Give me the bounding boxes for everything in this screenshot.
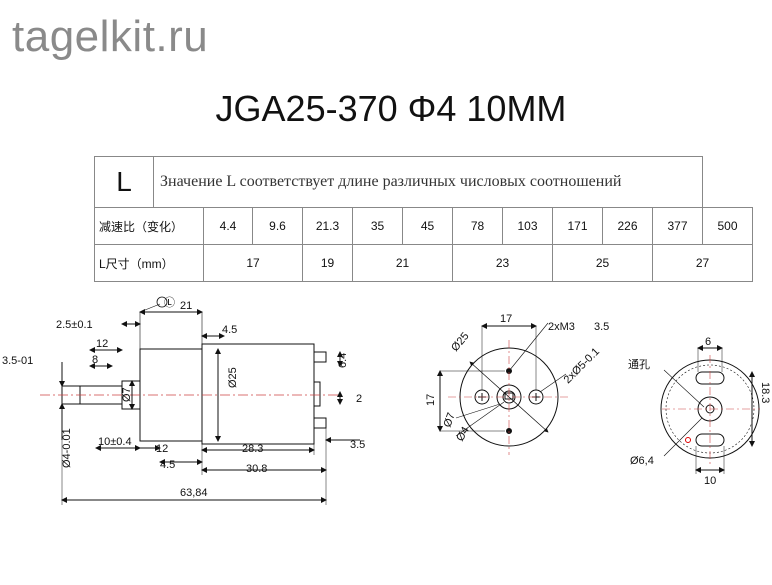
spec-table: L Значение L соответствует длине различн…	[94, 156, 753, 282]
dia-25-side: Ø25	[227, 367, 239, 388]
rear-boss	[313, 381, 321, 407]
dia-6-4: Ø6,4	[630, 455, 654, 467]
dim-10: 10±0.4	[98, 436, 132, 448]
dim-3-5-right: 3.5	[350, 439, 365, 451]
dim-4-5-bottom: 4.5	[160, 459, 175, 471]
product-title: JGA25-370 Φ4 10MM	[215, 88, 567, 129]
terminal-top	[313, 351, 327, 363]
dim-4-5-top: 4.5	[222, 324, 237, 336]
ratio-377: 377	[667, 219, 688, 233]
length-cell: 23	[452, 244, 553, 282]
terminal-bottom	[313, 417, 327, 429]
length-cell: 19	[302, 244, 353, 282]
dia-7-front: Ø7	[442, 411, 458, 429]
ratio-cell: 377	[652, 207, 703, 245]
length-cell: 27	[652, 244, 753, 282]
ratio-cell: 21.3	[302, 207, 353, 245]
side-view	[40, 296, 360, 505]
dim-17-left: 17	[425, 394, 437, 406]
length-cell: 17	[203, 244, 303, 282]
dim-10-rear: 10	[704, 475, 716, 487]
rear-view	[660, 345, 760, 474]
ratio-cell: 171	[552, 207, 603, 245]
ratio-cell: 500	[702, 207, 753, 245]
front-view-labels: 17 2xM3 3.5 Ø25 2xØ5-0.1 17 Ø7 Ø4	[425, 313, 609, 444]
dim-18-3: 18.3	[759, 382, 771, 403]
dim-6-4: 6.4	[337, 353, 349, 368]
rear-view-labels: 6 通孔 18.3 Ø6,4 10	[628, 336, 771, 487]
ratio-cell: 78	[452, 207, 503, 245]
motor-can	[201, 343, 315, 445]
dim-17-top: 17	[500, 313, 512, 325]
l-header-cell: L	[94, 156, 154, 208]
ratio-cell: 35	[352, 207, 403, 245]
length-row: L尺寸（mm） 17 19 21 23 25 27	[94, 244, 753, 282]
spec-header-row: L Значение L соответствует длине различн…	[94, 156, 753, 208]
dim-63-84: 63,84	[180, 487, 208, 499]
brand-watermark: tagelkit.ru	[12, 12, 209, 61]
dim-6: 6	[705, 336, 711, 348]
dim-2xm3: 2xM3	[548, 321, 575, 333]
dim-12-bottom: 12	[156, 443, 168, 455]
front-view	[437, 322, 568, 455]
length-row-label: L尺寸（mm）	[94, 244, 204, 282]
dim-21: 21	[180, 300, 192, 312]
l-mark: Ⓛ	[164, 296, 175, 309]
length-cell: 21	[352, 244, 453, 282]
length-cell: 25	[552, 244, 653, 282]
dim-3-5-left: 3.5-01	[2, 355, 33, 367]
dia-shaft: Ø4-0.01	[61, 428, 73, 468]
dim-2: 2	[356, 393, 362, 405]
dia-7-side: Ø7	[121, 387, 133, 402]
ratio-row: 减速比（变化） 4.4 9.6 21.3 35 45 78 103 171 22…	[94, 207, 753, 245]
dim-2xd5: 2xØ5-0.1	[562, 346, 602, 386]
ratio-cell: 45	[402, 207, 453, 245]
dim-30-8: 30.8	[246, 463, 267, 475]
dim-2-5: 2.5±0.1	[56, 319, 93, 331]
through-hole-label: 通孔	[628, 358, 650, 371]
dia-4-front: Ø4	[454, 425, 472, 444]
dim-12-top: 12	[96, 338, 108, 350]
dim-28-3: 28.3	[242, 443, 263, 455]
polarity-dot	[685, 437, 691, 443]
ratio-row-label: 减速比（变化）	[94, 207, 204, 245]
dia-25-front: Ø25	[449, 330, 472, 354]
dim-3-5: 3.5	[594, 321, 609, 333]
dim-8: 8	[92, 354, 98, 366]
side-view-labels: Ⓛ 21 2.5±0.1 4.5 12 8 3.5-01 Ø7 Ø25 Ø4-0…	[2, 296, 365, 499]
